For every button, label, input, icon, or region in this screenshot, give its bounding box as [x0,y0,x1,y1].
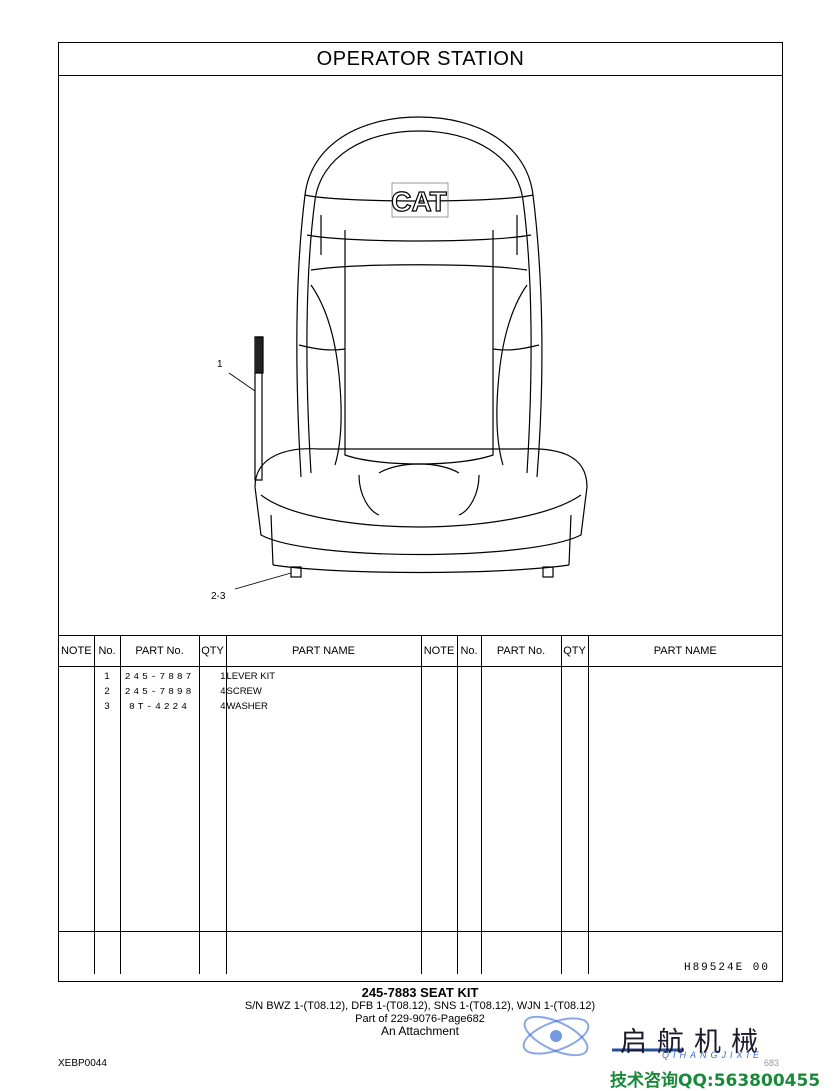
no-column: 1 2 3 [94,666,121,974]
header-note-2: NOTE [421,635,458,667]
row-1-name: LEVER KIT [226,671,276,682]
page-number: 683 [764,1058,780,1068]
reference-row: H89524E 00 [59,931,782,982]
seat-illustration: CAT [228,116,588,590]
table-body-row: 1 2 3 245-7887 245-7898 8T-4224 1 4 4 LE… [59,666,782,975]
parts-table: NOTE No. PART No. QTY PART NAME NOTE No.… [59,635,782,974]
row-1-part-no: 245-7887 [124,671,195,682]
header-no-2: No. [457,635,482,667]
part-no-column: 245-7887 245-7898 8T-4224 [120,666,200,974]
header-note: NOTE [59,635,95,667]
document-id: XEBP0044 [58,1058,107,1069]
header-part-name: PART NAME [226,635,422,667]
seat-drawing: CAT 1 2-3 [59,75,782,635]
qty-column: 1 4 4 [199,666,227,974]
part-name-column-2 [588,667,782,975]
callout-2-3: 2-3 [211,591,226,602]
header-qty: QTY [199,635,227,667]
row-2-no: 2 [104,686,110,697]
section-title: OPERATOR STATION [59,43,782,76]
kit-title: 245-7883 SEAT KIT [361,985,479,1000]
row-1-no: 1 [104,671,110,682]
header-part-no: PART No. [120,635,200,667]
parts-page-frame: OPERATOR STATION [58,42,783,982]
part-no-column-2 [481,666,562,974]
note-column-2 [421,666,458,974]
header-qty-2: QTY [561,635,589,667]
row-2-name: SCREW [226,686,262,697]
row-3-qty: 4 [220,701,226,712]
qty-column-2 [561,666,589,974]
brand-logo: CAT [391,186,446,217]
row-2-qty: 4 [220,686,226,697]
row-1-qty: 1 [220,671,226,682]
table-header-row: NOTE No. PART No. QTY PART NAME NOTE No.… [59,635,782,667]
reference-code: H89524E 00 [683,962,770,974]
part-name-column: LEVER KIT SCREW WASHER [226,666,422,974]
serial-numbers: S/N BWZ 1-(T08.12), DFB 1-(T08.12), SNS … [244,1000,596,1012]
note-column [59,666,95,974]
no-column-2 [457,666,482,974]
part-of: Part of 229-9076-Page682 [355,1013,485,1025]
row-3-part-no: 8T-4224 [129,701,190,712]
callout-1: 1 [217,359,223,370]
watermark-name: 启航机械 [620,1027,768,1058]
header-part-name-2: PART NAME [588,635,782,667]
watermark-romanized: QIHANGJIXIE [662,1050,764,1060]
row-3-name: WASHER [226,701,268,712]
header-no: No. [94,635,121,667]
watermark-logo-icon [522,1015,684,1057]
header-part-no-2: PART No. [481,635,562,667]
watermark-contact: 技术咨询QQ:563800455 [610,1071,821,1091]
row-3-no: 3 [104,701,110,712]
row-2-part-no: 245-7898 [124,686,195,697]
attachment-label: An Attachment [380,1024,460,1038]
